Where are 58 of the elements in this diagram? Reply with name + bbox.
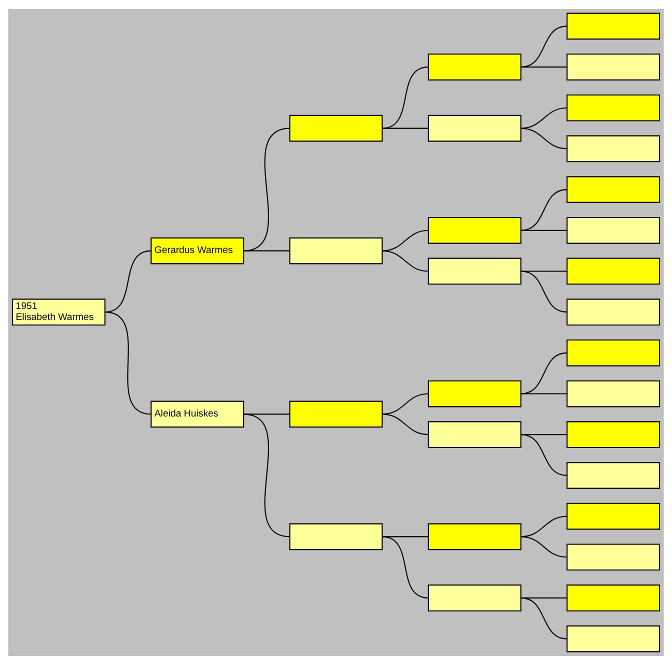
connector <box>520 26 568 68</box>
node-box <box>566 584 660 612</box>
connector <box>520 393 568 394</box>
node-box <box>566 462 660 489</box>
node-box: Aleida Huiskes <box>150 400 244 428</box>
connector <box>520 107 568 129</box>
connector <box>382 250 428 272</box>
connector <box>244 250 290 252</box>
node-box <box>428 584 522 612</box>
connector <box>382 536 429 598</box>
connector <box>382 536 428 538</box>
connector <box>382 230 428 252</box>
connector <box>244 414 290 415</box>
node-box <box>428 216 522 244</box>
node-box: Gerardus Warmes <box>150 237 244 264</box>
node-box <box>566 544 660 571</box>
node-box <box>566 94 660 122</box>
node-box <box>566 176 660 203</box>
node-box <box>289 400 383 428</box>
node-box <box>428 54 522 80</box>
node-box <box>428 523 522 550</box>
connector <box>520 536 568 558</box>
node-box <box>566 135 660 162</box>
node-box <box>566 339 660 366</box>
node-box <box>566 258 660 285</box>
node-box <box>566 12 660 40</box>
node-box <box>428 258 522 285</box>
node-box <box>566 502 660 530</box>
node-box <box>566 216 660 244</box>
connector <box>520 270 568 313</box>
connector <box>520 434 568 476</box>
connector <box>520 270 568 272</box>
connector <box>243 128 290 252</box>
node-box <box>428 114 522 142</box>
connector <box>520 128 568 150</box>
node-box <box>289 114 383 142</box>
node-box <box>566 380 660 408</box>
connector <box>382 393 428 415</box>
node-box <box>566 54 660 80</box>
node-box <box>566 625 660 652</box>
node-box <box>289 523 383 550</box>
connector <box>520 516 568 538</box>
connector <box>104 312 152 415</box>
connector <box>520 189 568 231</box>
connector <box>382 128 428 129</box>
connector <box>520 66 568 68</box>
connector <box>520 230 568 231</box>
node-box <box>566 421 660 448</box>
node-box: 1951 Elisabeth Warmes <box>12 298 106 326</box>
node-box <box>428 421 522 448</box>
connector <box>520 352 568 394</box>
node-box <box>289 237 383 264</box>
connector <box>243 414 290 538</box>
node-box <box>428 380 522 408</box>
connector <box>382 66 429 129</box>
connector <box>382 414 428 436</box>
connector <box>520 597 568 640</box>
node-box <box>566 298 660 326</box>
